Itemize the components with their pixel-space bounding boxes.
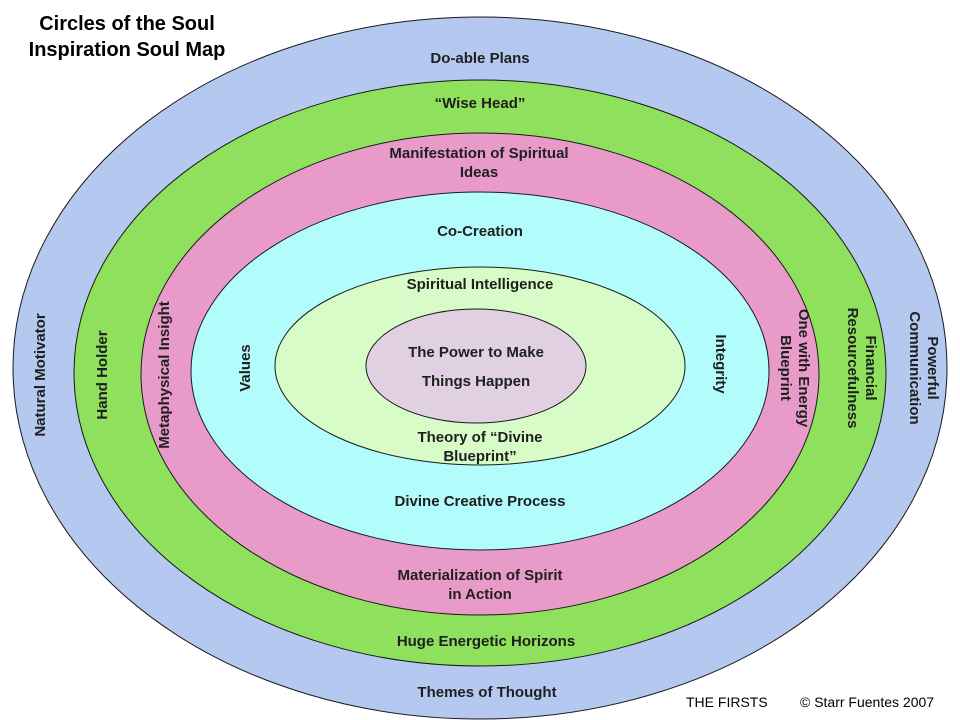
outer-right-label-2: Communication — [906, 311, 923, 424]
cyan-bottom-label: Divine Creative Process — [395, 493, 566, 510]
outer-bottom-label: Themes of Thought — [417, 684, 556, 701]
footer-left: THE FIRSTS — [686, 694, 768, 710]
title-line-1: Circles of the Soul — [39, 13, 215, 35]
green-bottom-label: Huge Energetic Horizons — [397, 633, 575, 650]
green-left-label: Hand Holder — [94, 330, 111, 419]
light-green-bottom-label-1: Theory of “Divine — [417, 429, 542, 446]
pink-right-label-2: Blueprint — [777, 335, 794, 401]
core-ellipse — [365, 308, 587, 424]
light-green-top-label: Spiritual Intelligence — [407, 276, 554, 293]
pink-right-label-1: One with Energy — [795, 309, 812, 428]
core-label-1: The Power to Make — [408, 344, 544, 361]
green-right-label-1: Financial — [862, 335, 879, 400]
cyan-left-label: Values — [237, 344, 254, 392]
outer-top-label: Do-able Plans — [430, 50, 529, 67]
pink-top-label-1: Manifestation of Spiritual — [389, 145, 568, 162]
outer-left-label: Natural Motivator — [32, 313, 49, 437]
footer-right: © Starr Fuentes 2007 — [800, 694, 934, 710]
pink-bottom-label-2: in Action — [448, 586, 512, 603]
outer-right-label-1: Powerful — [924, 336, 941, 399]
light-green-bottom-label-2: Blueprint” — [443, 448, 516, 465]
cyan-right-label: Integrity — [712, 334, 729, 394]
cyan-top-label: Co-Creation — [437, 223, 523, 240]
pink-left-label: Metaphysical Insight — [156, 301, 173, 449]
title-line-2: Inspiration Soul Map — [29, 39, 226, 61]
green-top-label: “Wise Head” — [435, 95, 526, 112]
pink-bottom-label-1: Materialization of Spirit — [397, 567, 562, 584]
green-right-label-2: Resourcefulness — [844, 308, 861, 429]
pink-top-label-2: Ideas — [460, 164, 498, 181]
core-label-2: Things Happen — [422, 373, 530, 390]
